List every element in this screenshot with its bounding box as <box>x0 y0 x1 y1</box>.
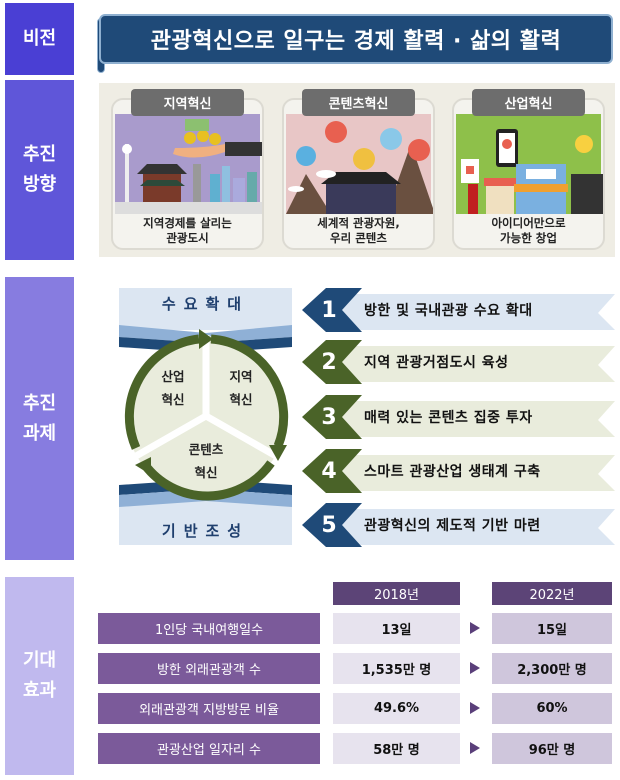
column-header-2018: 2018년 <box>333 582 460 605</box>
task-item: 2 지역 관광거점도시 육성 <box>302 340 615 384</box>
value-2022: 15일 <box>492 613 612 644</box>
section-label-vision: 비전 <box>5 3 74 75</box>
startup-illustration <box>456 114 603 214</box>
section-label-text: 비전 <box>22 28 57 49</box>
task-item: 1 방한 및 국내관광 수요 확대 <box>302 288 615 332</box>
task-item: 3 매력 있는 콘텐츠 집중 투자 <box>302 395 615 439</box>
foundation-label: 기반조성 <box>161 521 250 540</box>
value-2018: 13일 <box>333 613 460 644</box>
direction-caption: 세계적 관광자원,우리 콘텐츠 <box>317 216 400 245</box>
landmark-illustration <box>286 114 433 214</box>
arrow-right-icon <box>470 622 480 634</box>
row-label: 1인당 국내여행일수 <box>98 613 320 644</box>
arrow-right-icon <box>470 742 480 754</box>
value-2022: 2,300만 명 <box>492 653 612 684</box>
task-number: 4 <box>321 458 337 484</box>
city-illustration <box>115 114 262 214</box>
task-item: 4 스마트 관광산업 생태계 구축 <box>302 449 615 493</box>
value-2022: 96만 명 <box>492 733 612 764</box>
task-text: 스마트 관광산업 생태계 구축 <box>364 464 541 480</box>
value-2018: 49.6% <box>333 693 460 724</box>
row-label: 외래관광객 지방방문 비율 <box>98 693 320 724</box>
direction-card-content: 세계적 관광자원,우리 콘텐츠 <box>282 98 435 250</box>
value-2018: 58만 명 <box>333 733 460 764</box>
innovation-cycle-diagram <box>119 288 292 545</box>
value-2022: 60% <box>492 693 612 724</box>
direction-title-tab: 산업혁신 <box>472 89 585 116</box>
task-item: 5 관광혁신의 제도적 기반 마련 <box>302 503 615 547</box>
column-header-2022: 2022년 <box>492 582 612 605</box>
task-number: 1 <box>321 297 337 323</box>
direction-title-tab: 콘텐츠혁신 <box>302 89 415 116</box>
row-label: 관광산업 일자리 수 <box>98 733 320 764</box>
task-text: 지역 관광거점도시 육성 <box>364 355 509 371</box>
arrow-right-icon <box>470 702 480 714</box>
task-number: 5 <box>321 512 337 538</box>
row-label: 방한 외래관광객 수 <box>98 653 320 684</box>
vision-text: 관광혁신으로 일구는 경제 활력 · 삶의 활력 <box>150 29 562 54</box>
value-2018: 1,535만 명 <box>333 653 460 684</box>
arrow-right-icon <box>470 662 480 674</box>
task-number: 3 <box>321 404 337 430</box>
task-number: 2 <box>321 349 337 375</box>
task-text: 관광혁신의 제도적 기반 마련 <box>364 518 541 534</box>
direction-title-tab: 지역혁신 <box>131 89 244 116</box>
demand-expansion-label: 수요확대 <box>161 294 250 313</box>
task-text: 매력 있는 콘텐츠 집중 투자 <box>364 410 533 426</box>
task-text: 방한 및 국내관광 수요 확대 <box>364 303 533 319</box>
vision-banner: 관광혁신으로 일구는 경제 활력 · 삶의 활력 <box>99 14 613 64</box>
